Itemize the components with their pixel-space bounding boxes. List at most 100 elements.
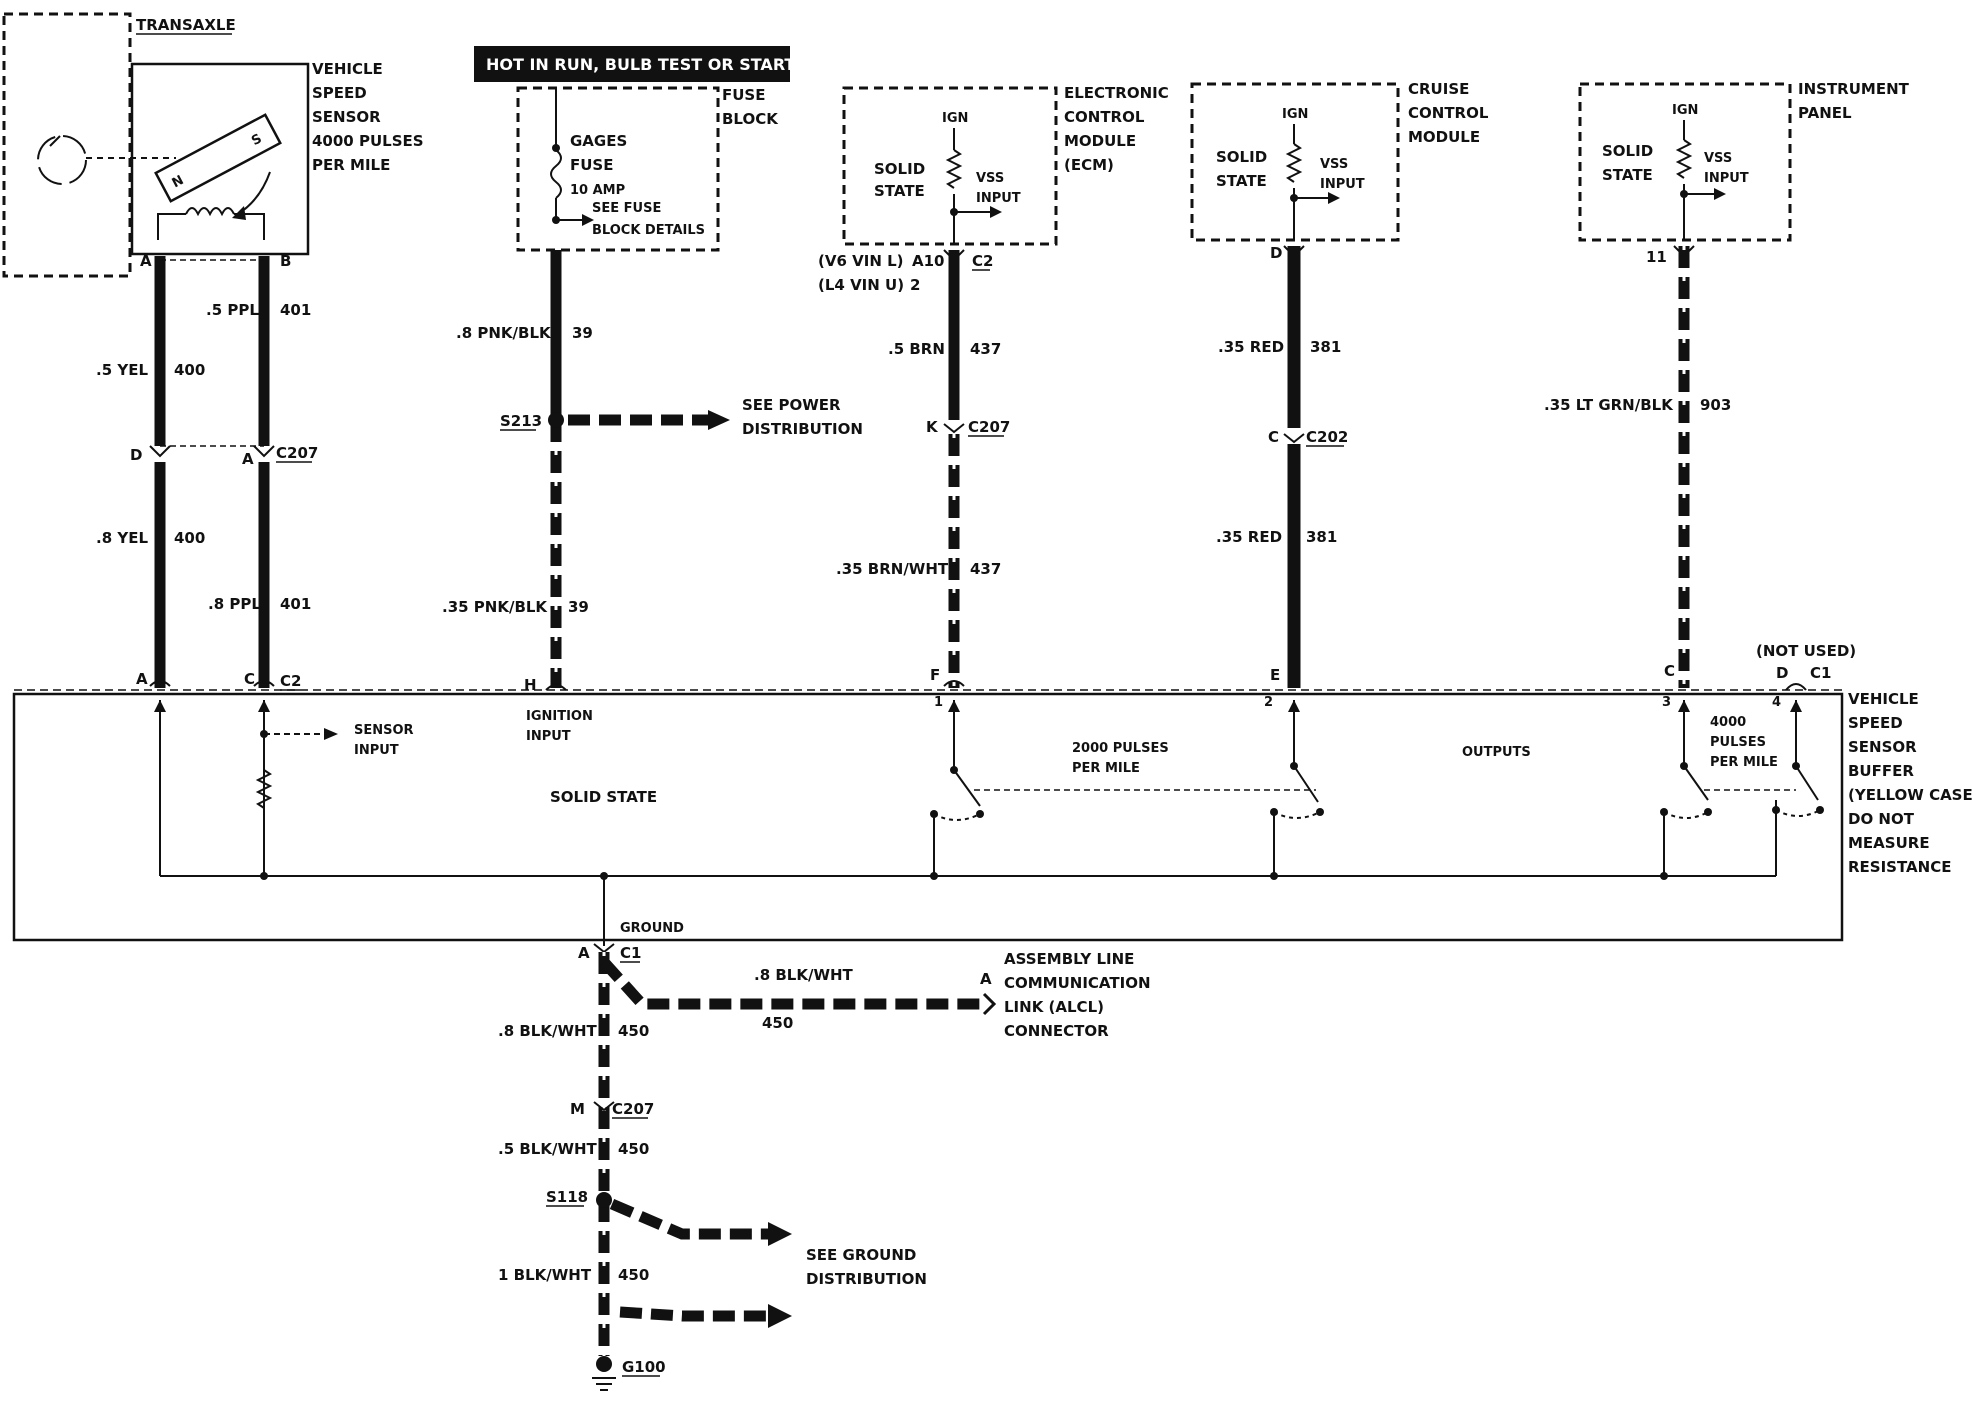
c207-pin-m: M: [570, 1100, 585, 1118]
wire-pnk-top-label: .8 PNK/BLK: [456, 324, 552, 342]
power-dist-2: DISTRIBUTION: [742, 420, 863, 438]
s213-splice: [548, 412, 564, 428]
gnd-c1-label: C1: [620, 944, 641, 962]
ipc-solid-2: STATE: [1602, 166, 1653, 184]
wire-yel-bot-label: .8 YEL: [96, 529, 148, 547]
c207-m-label: C207: [612, 1100, 654, 1118]
buffer-pin-d: D: [1776, 664, 1788, 682]
vss-pin-b: B: [280, 252, 291, 270]
pulses-2000-2: PER MILE: [1072, 761, 1140, 776]
ipc-vss-2: INPUT: [1704, 171, 1749, 186]
buffer-label: VEHICLE SPEED SENSOR BUFFER (YELLOW CASE…: [1848, 690, 1972, 876]
ecm-wire: (V6 VIN L) A10 C2 (L4 VIN U) 2 .5 BRN 43…: [818, 249, 1010, 688]
svg-text:ELECTRONIC: ELECTRONIC: [1064, 84, 1169, 102]
svg-text:SPEED: SPEED: [1848, 714, 1903, 732]
pulses-2000-1: 2000 PULSES: [1072, 741, 1169, 756]
wire-red-top-num: 381: [1310, 338, 1341, 356]
fuse-block-label-1: FUSE: [722, 86, 765, 104]
svg-text:COMMUNICATION: COMMUNICATION: [1004, 974, 1151, 992]
buffer-out-4: 4: [1772, 695, 1781, 710]
wire-pnk-bot-label: .35 PNK/BLK: [442, 598, 548, 616]
vss-wires: A B .5 YEL 400 .5 PPL 401 D A C207 .8 YE…: [96, 252, 318, 691]
wire-blk2-num: 450: [618, 1140, 649, 1158]
fuse-block-label-2: BLOCK: [722, 110, 779, 128]
pulses-4000-3: PER MILE: [1710, 755, 1778, 770]
c207-pin-a: A: [242, 450, 254, 468]
amp-label: 10 AMP: [570, 183, 625, 198]
ecm-vss-1: VSS: [976, 171, 1004, 186]
c202-label: C202: [1306, 428, 1348, 446]
wire-ppl-top-label: .5 PPL: [206, 301, 259, 319]
ipc-vss-1: VSS: [1704, 151, 1732, 166]
ecm-v6: (V6 VIN L): [818, 252, 904, 270]
wire-brn-top-label: .5 BRN: [888, 340, 945, 358]
svg-text:DO NOT: DO NOT: [1848, 810, 1915, 828]
ipc-block: INSTRUMENT PANEL SOLID STATE IGN VSS INP…: [1578, 80, 1910, 242]
cruise-block: CRUISE CONTROL MODULE SOLID STATE IGN VS…: [1190, 80, 1489, 242]
buffer-pin-f: F: [930, 666, 940, 684]
sensor-input-2: INPUT: [354, 743, 399, 758]
wire-brn-top-num: 437: [970, 340, 1001, 358]
ground-symbol: [596, 1356, 612, 1372]
wire-ltgrn-label: .35 LT GRN/BLK: [1544, 396, 1674, 414]
ipc-wire: 11 .35 LT GRN/BLK 903 C (NOT USED) D C1: [1544, 245, 1856, 691]
fuse-block: HOT IN RUN, BULB TEST OR START FUSE BLOC…: [474, 46, 795, 252]
svg-text:VEHICLE: VEHICLE: [312, 60, 383, 78]
wire-pnk-top-num: 39: [572, 324, 593, 342]
ignition-input-2: INPUT: [526, 729, 571, 744]
pulses-4000-1: 4000: [1710, 715, 1746, 730]
ecm-pin-2: 2: [910, 276, 920, 294]
wire-ppl-bot-label: .8 PPL: [208, 595, 261, 613]
wire-red-bot-label: .35 RED: [1216, 528, 1282, 546]
cruise-solid-1: SOLID: [1216, 148, 1267, 166]
s118-label: S118: [546, 1188, 588, 1206]
svg-text:SENSOR: SENSOR: [1848, 738, 1917, 756]
wire-blk3-label: 1 BLK/WHT: [498, 1266, 592, 1284]
ecm-block: ELECTRONIC CONTROL MODULE (ECM) SOLID ST…: [842, 84, 1169, 246]
ground-label: GROUND: [620, 921, 684, 936]
hot-banner-text: HOT IN RUN, BULB TEST OR START: [486, 55, 795, 74]
wire-blk2-label: .5 BLK/WHT: [498, 1140, 598, 1158]
svg-text:MODULE: MODULE: [1064, 132, 1136, 150]
svg-text:SENSOR: SENSOR: [312, 108, 381, 126]
wire-yel-top-label: .5 YEL: [96, 361, 148, 379]
c2-label: C2: [280, 672, 301, 690]
buffer-out-3: 3: [1662, 695, 1671, 710]
ipc-solid-1: SOLID: [1602, 142, 1653, 160]
alcl-pin-a: A: [980, 970, 992, 988]
svg-text:PER MILE: PER MILE: [312, 156, 390, 174]
svg-text:CONTROL: CONTROL: [1064, 108, 1145, 126]
ipc-label: INSTRUMENT PANEL: [1798, 80, 1910, 122]
svg-text:ASSEMBLY LINE: ASSEMBLY LINE: [1004, 950, 1134, 968]
svg-text:MEASURE: MEASURE: [1848, 834, 1930, 852]
wire-ppl-bot-num: 401: [280, 595, 311, 613]
ignition-wire: .8 PNK/BLK 39 S213 SEE POWER DISTRIBUTIO…: [442, 250, 863, 694]
svg-text:CRUISE: CRUISE: [1408, 80, 1469, 98]
svg-text:LINK (ALCL): LINK (ALCL): [1004, 998, 1104, 1016]
svg-text:VEHICLE: VEHICLE: [1848, 690, 1919, 708]
c2-pin-a: A: [136, 670, 148, 688]
cruise-vss-1: VSS: [1320, 157, 1348, 172]
hot-banner: [474, 46, 790, 82]
svg-text:BUFFER: BUFFER: [1848, 762, 1914, 780]
c207-pin-d: D: [130, 446, 142, 464]
ecm-ign: IGN: [942, 111, 968, 126]
wire-brn-bot-label: .35 BRN/WHT: [836, 560, 949, 578]
svg-text:RESISTANCE: RESISTANCE: [1848, 858, 1951, 876]
cruise-pin-d: D: [1270, 244, 1282, 262]
ecm-l4: (L4 VIN U): [818, 276, 904, 294]
g100-label: G100: [622, 1358, 666, 1376]
buffer-pin-e: E: [1270, 666, 1280, 684]
fuse-label: FUSE: [570, 156, 613, 174]
svg-text:(YELLOW CASE): (YELLOW CASE): [1848, 786, 1972, 804]
buffer-pin-c: C: [1664, 662, 1675, 680]
svg-text:4000 PULSES: 4000 PULSES: [312, 132, 424, 150]
cruise-vss-2: INPUT: [1320, 177, 1365, 192]
wire-alcl-num: 450: [762, 1014, 793, 1032]
c2-pin-c: C: [244, 670, 255, 688]
vss-pin-a: A: [140, 252, 152, 270]
svg-text:CONNECTOR: CONNECTOR: [1004, 1022, 1109, 1040]
svg-text:(ECM): (ECM): [1064, 156, 1114, 174]
ignition-input-1: IGNITION: [526, 709, 593, 724]
